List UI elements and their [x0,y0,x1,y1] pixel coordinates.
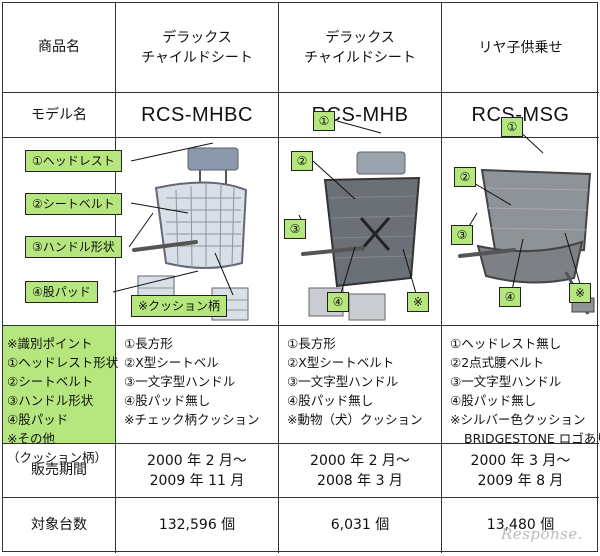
count-2: 6,031 個 [279,498,442,553]
count-label: 対象台数 [3,498,116,553]
header-product-name-label: 商品名 [3,3,116,93]
feature-1-1: ①長方形 [124,336,173,351]
marker-3-3: ③ [451,225,473,245]
feature-1-3: ③一文字型ハンドル [124,374,236,389]
marker-3-2: ② [454,167,476,187]
marker-2-4: ④ [327,292,349,312]
model-1: RCS-MHBC [116,93,279,138]
watermark-logo: Response. [500,525,583,543]
callout-seatbelt: ②シートベルト [25,193,122,215]
feature-3-1: ①ヘッドレスト無し [450,336,562,351]
feature-1-4: ④股パッド無し [124,393,211,408]
features-3: ①ヘッドレスト無し ②2点式腰ベルト ③一文字型ハンドル ④股パッド無し ※シル… [442,326,600,446]
feature-3-3: ③一文字型ハンドル [450,374,562,389]
period-1: 2000 年 2 月～ 2009 年 11 月 [116,444,279,498]
feature-3-2: ②2点式腰ベルト [450,355,545,370]
feature-3-4: ④股パッド無し [450,393,537,408]
marker-2-note: ※ [407,292,429,312]
feature-2-4: ④股パッド無し [287,393,374,408]
feature-3-6: BRIDGESTONE ロゴあり [464,431,600,446]
marker-3-1: ① [501,117,523,137]
header-product-1: デラックス チャイルドシート [116,3,279,93]
period-3: 2000 年 3 月～ 2009 年 8 月 [442,444,599,498]
feature-2-5: ※動物（犬）クッション [287,412,423,427]
callout-cushion: ※クッション柄 [131,295,228,317]
callout-handle: ③ハンドル形状 [25,236,122,258]
idpoint-1: ①ヘッドレスト形状 [7,355,119,370]
idpoint-3: ③ハンドル形状 [7,393,94,408]
marker-3-note: ※ [569,283,591,303]
features-2: ①長方形 ②X型シートベルト ③一文字型ハンドル ④股パッド無し ※動物（犬）ク… [279,326,442,444]
callout-headrest: ①ヘッドレスト [25,150,122,172]
marker-2-2: ② [291,151,313,171]
count-1: 132,596 個 [116,498,279,553]
callout-crotch-pad: ④股パッド [25,281,98,303]
model-label: モデル名 [3,93,116,138]
feature-1-2: ②X型シートベル [124,355,219,370]
feature-1-5: ※チェック柄クッション [124,412,260,427]
feature-2-3: ③一文字型ハンドル [287,374,399,389]
identification-points: ※識別ポイント ①ヘッドレスト形状 ②シートベルト ③ハンドル形状 ④股パッド … [3,326,119,465]
count-3: 13,480 個 [486,517,555,533]
header-product-2: デラックス チャイルドシート [279,3,442,93]
header-product-3: リヤ子供乗せ [442,3,599,93]
marker-2-1: ① [313,111,335,131]
marker-3-4: ④ [499,287,521,307]
idpoint-other: ※その他 [7,431,55,446]
feature-2-1: ①長方形 [287,336,336,351]
model-2: RCS-MHB [279,93,442,138]
period-label: 販売期間 [3,444,116,498]
idpoint-4: ④股パッド [7,412,69,427]
feature-2-2: ②X型シートベルト [287,355,395,370]
feature-3-5: ※シルバー色クッション [450,412,586,427]
idpoint-2: ②シートベルト [7,374,94,389]
marker-2-3: ③ [284,219,306,239]
period-2: 2000 年 2 月～ 2008 年 3 月 [279,444,442,498]
features-1: ①長方形 ②X型シートベル ③一文字型ハンドル ④股パッド無し ※チェック柄クッ… [116,326,279,444]
idpoint-other-detail: （クッション柄） [7,450,108,465]
idpoint-title: ※識別ポイント [7,336,93,351]
